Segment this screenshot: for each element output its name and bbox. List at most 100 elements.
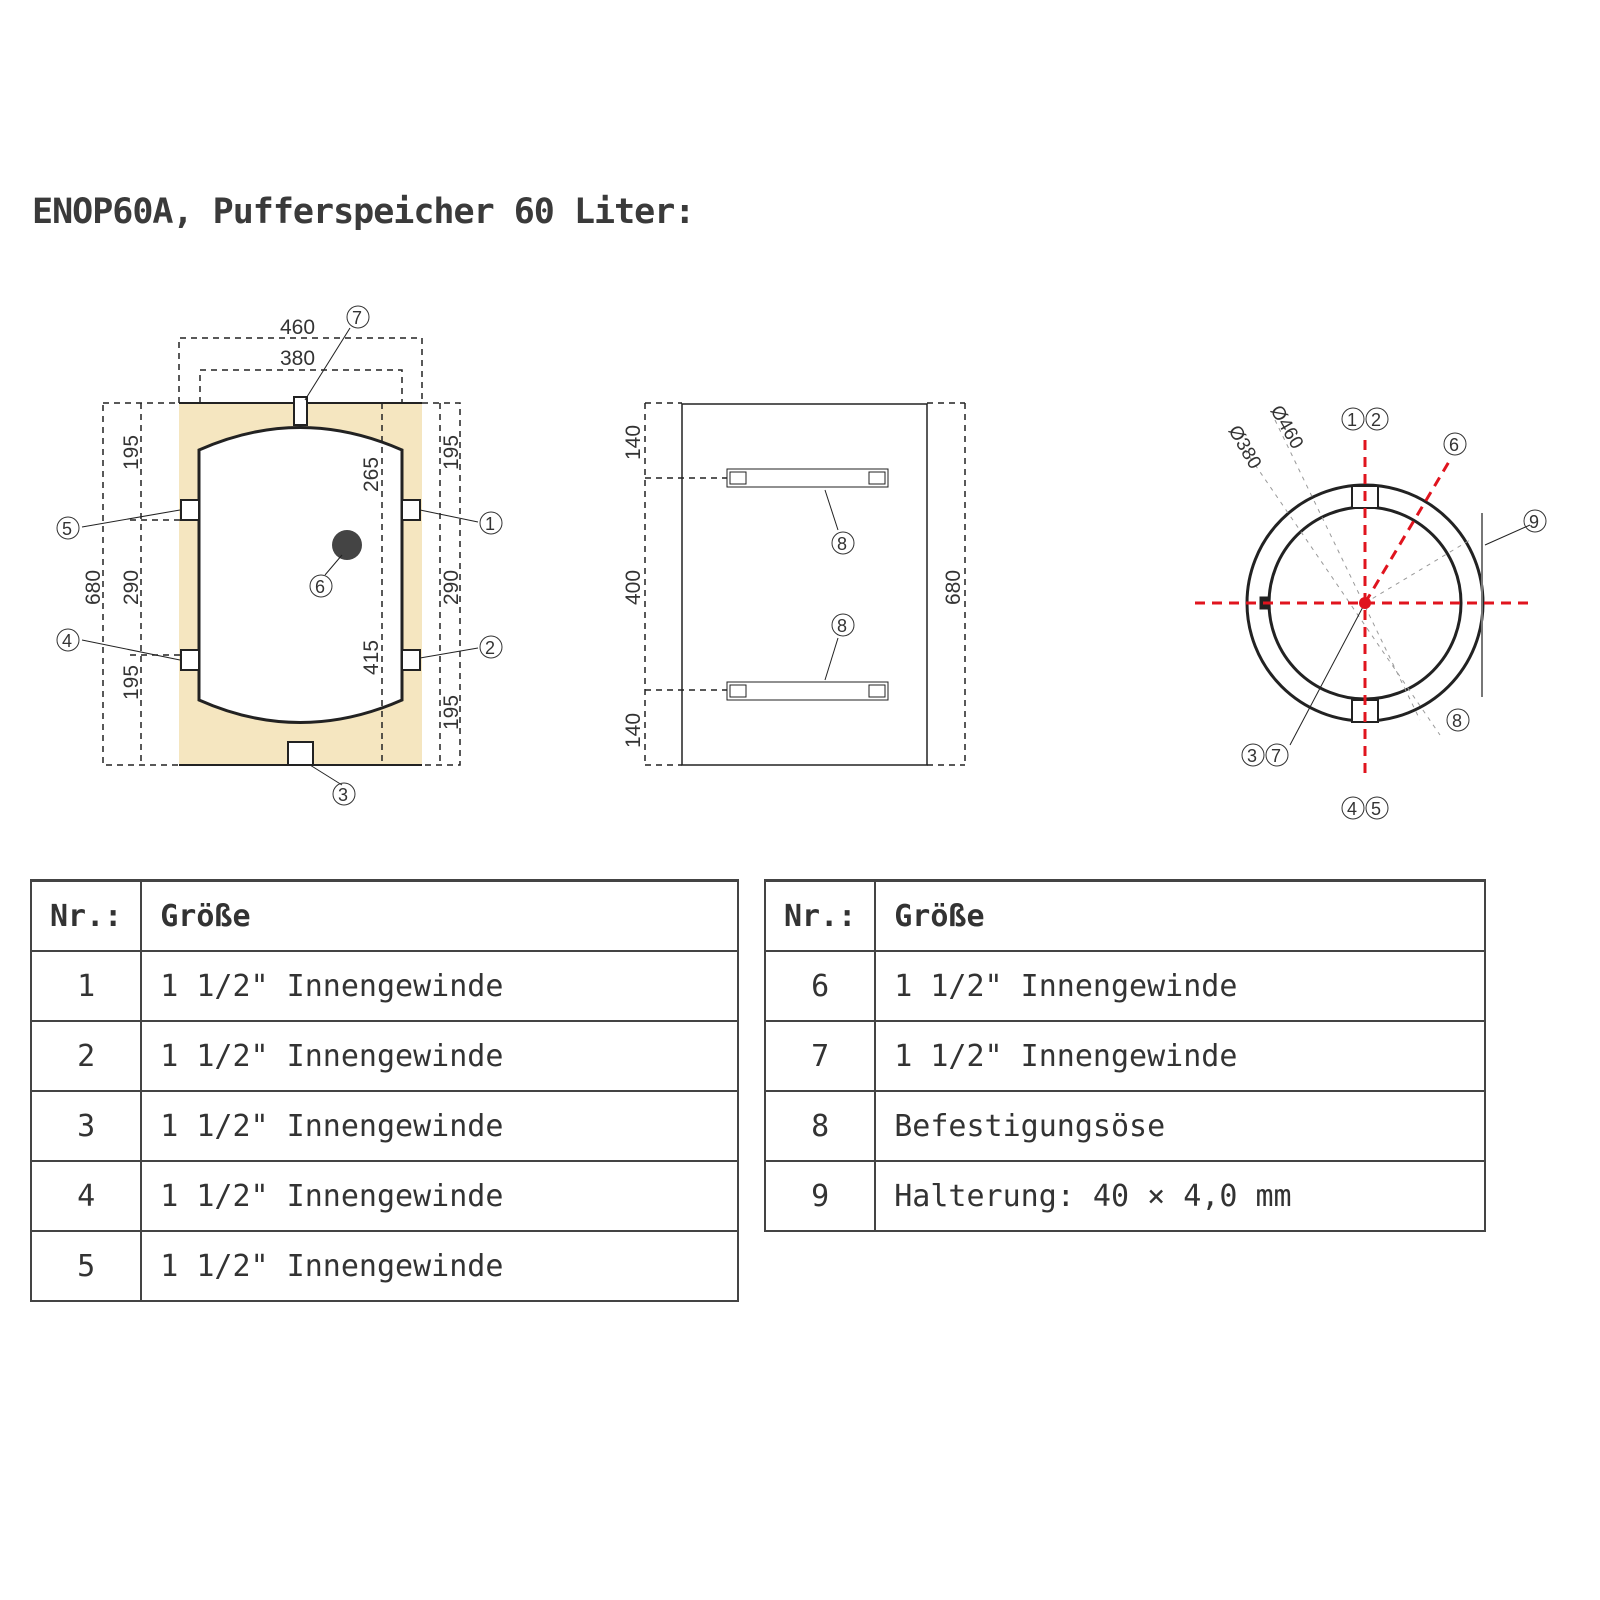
svg-text:2: 2 [485, 638, 495, 658]
svg-text:4: 4 [62, 631, 72, 651]
svg-text:6: 6 [315, 577, 325, 597]
cell-nr: 8 [763, 1090, 877, 1162]
back-view-markers: 8 8 [831, 531, 855, 637]
marker-8: 8 [831, 531, 855, 555]
svg-text:6: 6 [1449, 435, 1459, 455]
dim-290: 290 [120, 570, 143, 605]
dim-415: 415 [360, 640, 383, 675]
dim-680: 680 [82, 570, 105, 605]
dim-195: 195 [440, 695, 463, 730]
side-view-labels: 460 380 195 290 195 680 195 290 195 265 … [82, 316, 463, 730]
svg-text:1: 1 [1347, 410, 1357, 430]
marker-1: 1 [479, 511, 503, 535]
cell-nr: 1 [29, 950, 143, 1022]
dim-265: 265 [360, 457, 383, 492]
back-view-drawing [644, 402, 966, 766]
dim-140: 140 [622, 425, 645, 460]
dim-460: 460 [280, 316, 315, 339]
dim-195: 195 [120, 435, 143, 470]
svg-text:5: 5 [62, 519, 72, 539]
svg-text:7: 7 [1271, 746, 1281, 766]
marker-3: 3 [1241, 743, 1265, 767]
cell-size: Befestigungsöse [874, 1090, 1486, 1162]
marker-6: 6 [1443, 432, 1467, 456]
cell-nr: 3 [29, 1090, 143, 1162]
bracket-eye-top [726, 468, 889, 488]
cell-size: 1 1/2" Innengewinde [874, 950, 1486, 1022]
top-view-labels: Ø460 Ø380 [1224, 402, 1307, 473]
page-title: ENOP60A, Pufferspeicher 60 Liter: [32, 192, 695, 232]
header-size: Größe [874, 879, 1486, 952]
cell-nr: 5 [29, 1230, 143, 1302]
cell-size: 1 1/2" Innengewinde [140, 1160, 739, 1232]
marker-7: 7 [346, 305, 370, 329]
marker-4: 4 [56, 628, 80, 652]
svg-text:7: 7 [352, 308, 362, 328]
side-view-drawing [81, 327, 479, 786]
svg-text:3: 3 [1247, 746, 1257, 766]
cell-nr: 2 [29, 1020, 143, 1092]
side-view-markers: 1 2 3 4 5 6 7 [56, 305, 503, 806]
marker-8: 8 [1446, 708, 1470, 732]
marker-5: 5 [1365, 796, 1389, 820]
cell-size: 1 1/2" Innengewinde [140, 1020, 739, 1092]
cell-size: 1 1/2" Innengewinde [140, 1090, 739, 1162]
technical-drawings: 460 380 195 290 195 680 195 290 195 265 … [56, 305, 1547, 820]
cell-nr: 4 [29, 1160, 143, 1232]
svg-text:4: 4 [1347, 799, 1357, 819]
svg-text:5: 5 [1371, 799, 1381, 819]
dim-400: 400 [622, 570, 645, 605]
marker-7: 7 [1265, 743, 1289, 767]
dim-195: 195 [120, 665, 143, 700]
table-header-row: Nr.: Größe [763, 879, 1486, 952]
dim-diameter-460: Ø460 [1266, 402, 1307, 453]
marker-5: 5 [56, 516, 80, 540]
cell-size: 1 1/2" Innengewinde [140, 1230, 739, 1302]
svg-text:9: 9 [1529, 512, 1539, 532]
marker-8: 8 [831, 613, 855, 637]
dim-290: 290 [440, 570, 463, 605]
svg-text:8: 8 [1452, 711, 1462, 731]
header-nr: Nr.: [763, 879, 877, 952]
marker-6: 6 [309, 574, 333, 598]
top-view-markers: 1 2 6 9 8 3 7 4 5 [1241, 407, 1547, 820]
cell-size: 1 1/2" Innengewinde [874, 1020, 1486, 1092]
port-6-sensor [332, 530, 362, 560]
marker-2: 2 [1365, 407, 1389, 431]
cell-size: Halterung: 40 × 4,0 mm [874, 1160, 1486, 1232]
dim-140: 140 [622, 713, 645, 748]
tank-body [197, 426, 404, 724]
cell-nr: 9 [763, 1160, 877, 1232]
back-view-labels: 140 400 140 680 [622, 425, 965, 748]
dim-diameter-380: Ø380 [1224, 422, 1265, 473]
svg-text:1: 1 [485, 514, 495, 534]
bracket-eye-bottom [726, 681, 889, 701]
dim-195: 195 [440, 435, 463, 470]
cell-nr: 7 [763, 1020, 877, 1092]
svg-text:2: 2 [1371, 410, 1381, 430]
cell-nr: 6 [763, 950, 877, 1022]
cell-size: 1 1/2" Innengewinde [140, 950, 739, 1022]
marker-2: 2 [479, 635, 503, 659]
marker-1: 1 [1341, 407, 1365, 431]
table-header-row: Nr.: Größe [29, 879, 739, 952]
marker-3: 3 [332, 782, 356, 806]
dim-680: 680 [942, 570, 965, 605]
svg-text:8: 8 [837, 616, 847, 636]
top-view-drawing [1195, 419, 1535, 780]
marker-4: 4 [1341, 796, 1365, 820]
marker-9: 9 [1523, 509, 1547, 533]
header-nr: Nr.: [29, 879, 143, 952]
